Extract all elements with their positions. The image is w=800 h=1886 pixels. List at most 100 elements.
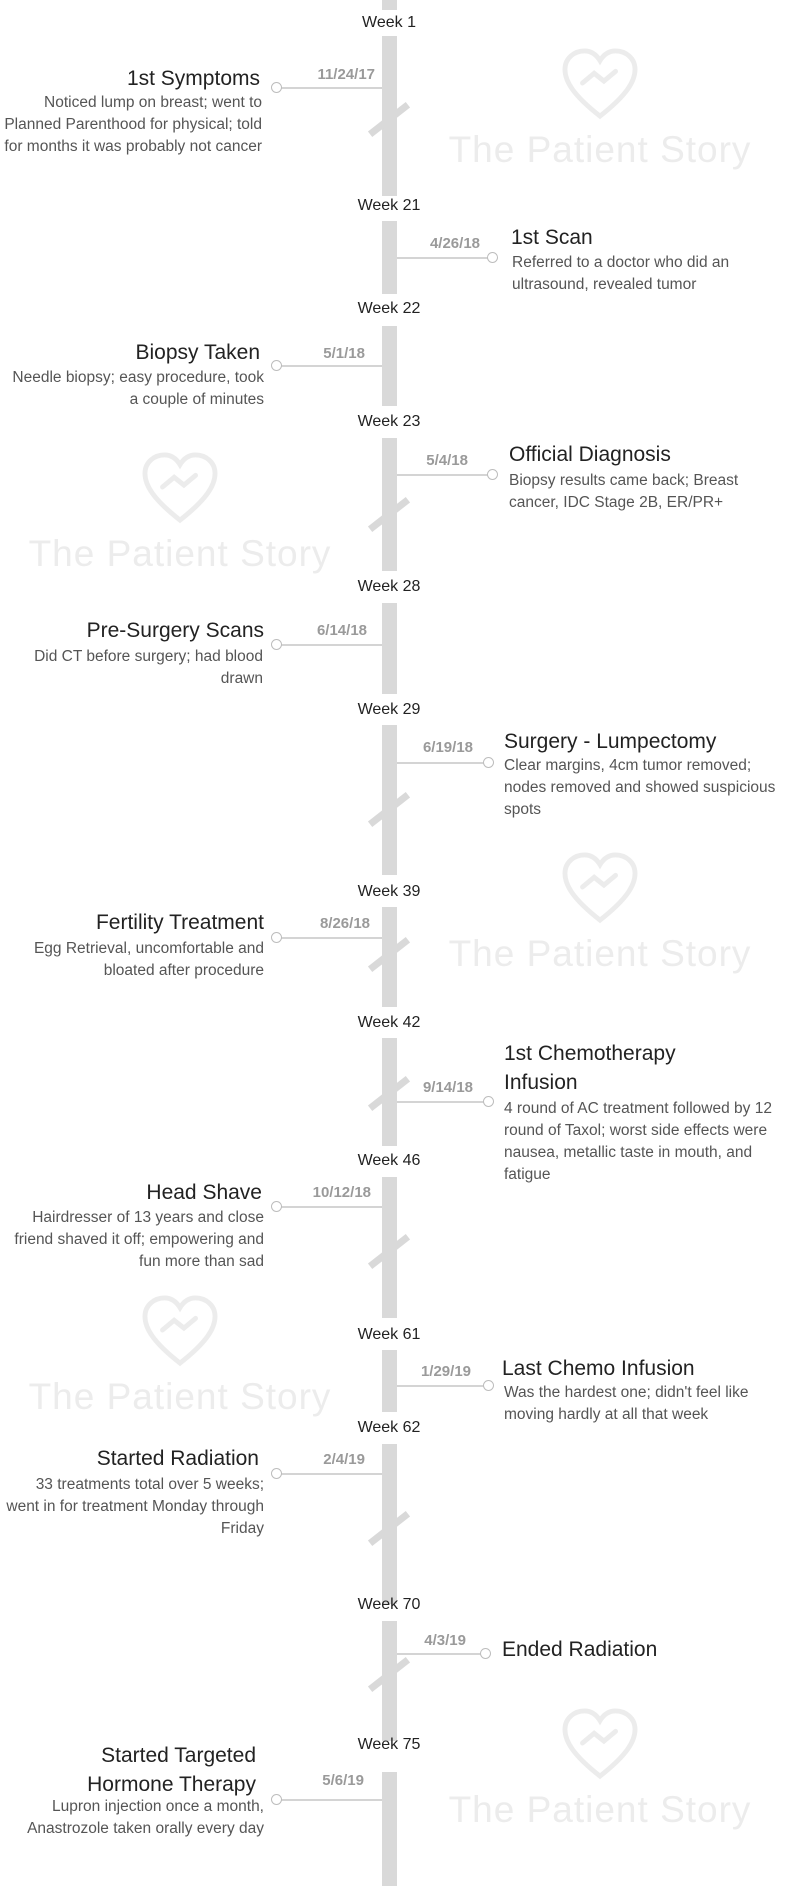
event-description: 33 treatments total over 5 weeks; went i… <box>6 1476 264 1537</box>
event-title: 1st Symptoms <box>126 67 260 90</box>
week-label: Week 29 <box>357 701 421 718</box>
watermark: The Patient Story <box>430 48 770 172</box>
week-label: Week 46 <box>357 1152 421 1169</box>
timeline-axis <box>382 438 397 571</box>
watermark-text: The Patient Story <box>448 933 752 974</box>
event-description: Clear margins, 4cm tumor removed; nodes … <box>504 757 776 818</box>
event-dot <box>483 1380 494 1391</box>
event-description: Egg Retrieval, uncomfortable and bloated… <box>33 940 264 979</box>
watermark-text: The Patient Story <box>28 1376 332 1417</box>
event-description: Noticed lump on breast; went to Planned … <box>4 94 262 155</box>
event-dot <box>480 1648 491 1659</box>
timeline-axis <box>382 0 397 10</box>
event-dot <box>271 360 282 371</box>
event-dot <box>271 639 282 650</box>
event-date: 8/26/18 <box>319 915 370 932</box>
event-date: 2/4/19 <box>323 1451 365 1468</box>
event-connector <box>397 762 487 764</box>
week-label: Week 61 <box>357 1326 421 1343</box>
event-connector <box>397 257 492 259</box>
event-date: 4/26/18 <box>429 235 480 252</box>
event-title: Official Diagnosis <box>509 443 671 466</box>
event-title: Last Chemo Infusion <box>502 1357 695 1380</box>
week-label: Week 75 <box>357 1736 421 1753</box>
event-dot <box>271 1794 282 1805</box>
event-date: 5/4/18 <box>426 452 468 469</box>
event-title: Started Radiation <box>96 1447 259 1470</box>
watermark-text: The Patient Story <box>448 129 752 170</box>
heart-handshake-icon <box>141 452 219 524</box>
event-title: Ended Radiation <box>502 1638 658 1661</box>
event-title: Head Shave <box>146 1181 262 1204</box>
week-label: Week 1 <box>362 14 416 31</box>
event-date: 10/12/18 <box>312 1184 371 1201</box>
week-label: Week 39 <box>357 883 421 900</box>
heart-handshake-icon <box>561 48 639 120</box>
event-title: Pre-Surgery Scans <box>86 619 264 642</box>
event-connector <box>397 1101 487 1103</box>
week-label: Week 21 <box>357 197 421 214</box>
event-dot <box>271 932 282 943</box>
event-title: Fertility Treatment <box>95 911 264 934</box>
event-connector <box>397 1385 487 1387</box>
event-date: 11/24/17 <box>317 66 375 83</box>
event-connector <box>276 87 382 89</box>
event-description: 4 round of AC treatment followed by 12 r… <box>504 1100 772 1183</box>
event-description: Biopsy results came back; Breast cancer,… <box>509 472 739 511</box>
week-label: Week 28 <box>357 578 421 595</box>
event-dot <box>487 469 498 480</box>
watermark: The Patient Story <box>10 452 350 576</box>
event-date: 5/1/18 <box>323 345 365 362</box>
event-description: Lupron injection once a month, Anastrozo… <box>27 1798 264 1837</box>
watermark: The Patient Story <box>430 1708 770 1832</box>
event-connector <box>276 1473 382 1475</box>
event-description: Did CT before surgery; had blood drawn <box>34 648 263 687</box>
event-dot <box>483 757 494 768</box>
event-title: Biopsy Taken <box>135 341 260 364</box>
event-connector <box>276 937 382 939</box>
timeline-axis <box>382 221 397 294</box>
event-connector <box>276 365 382 367</box>
heart-handshake-icon <box>561 852 639 924</box>
heart-handshake-icon <box>141 1295 219 1367</box>
event-title: 1st Chemotherapy Infusion <box>504 1042 676 1094</box>
event-title: Surgery - Lumpectomy <box>504 730 717 753</box>
timeline-axis <box>382 603 397 694</box>
event-dot <box>271 82 282 93</box>
event-title: 1st Scan <box>511 226 593 249</box>
event-date: 6/14/18 <box>316 622 367 639</box>
event-connector <box>276 1799 382 1801</box>
week-label: Week 70 <box>357 1596 421 1613</box>
watermark-text: The Patient Story <box>448 1789 752 1830</box>
event-connector <box>276 1206 382 1208</box>
event-date: 9/14/18 <box>422 1079 473 1096</box>
event-date: 4/3/19 <box>424 1632 466 1649</box>
event-dot <box>271 1468 282 1479</box>
week-label: Week 42 <box>357 1014 421 1031</box>
watermark: The Patient Story <box>430 852 770 976</box>
week-label: Week 22 <box>357 300 421 317</box>
watermark-text: The Patient Story <box>28 533 332 574</box>
week-label: Week 23 <box>357 413 421 430</box>
event-title: Started Targeted Hormone Therapy <box>87 1744 256 1796</box>
heart-handshake-icon <box>561 1708 639 1780</box>
timeline-axis <box>382 1350 397 1412</box>
timeline-axis <box>382 1621 397 1741</box>
event-description: Referred to a doctor who did an ultrasou… <box>512 254 730 293</box>
event-dot <box>271 1201 282 1212</box>
timeline-axis <box>382 326 397 406</box>
event-date: 6/19/18 <box>422 739 473 756</box>
event-dot <box>483 1096 494 1107</box>
event-connector <box>397 474 492 476</box>
event-dot <box>487 252 498 263</box>
event-description: Hairdresser of 13 years and close friend… <box>14 1209 264 1270</box>
event-date: 1/29/19 <box>420 1363 471 1380</box>
event-description: Needle biopsy; easy procedure, took a co… <box>12 369 264 408</box>
week-label: Week 62 <box>357 1419 421 1436</box>
event-date: 5/6/19 <box>322 1772 364 1789</box>
watermark: The Patient Story <box>10 1295 350 1419</box>
event-description: Was the hardest one; didn't feel like mo… <box>504 1384 749 1423</box>
event-connector <box>276 644 382 646</box>
timeline-axis <box>382 1772 397 1886</box>
